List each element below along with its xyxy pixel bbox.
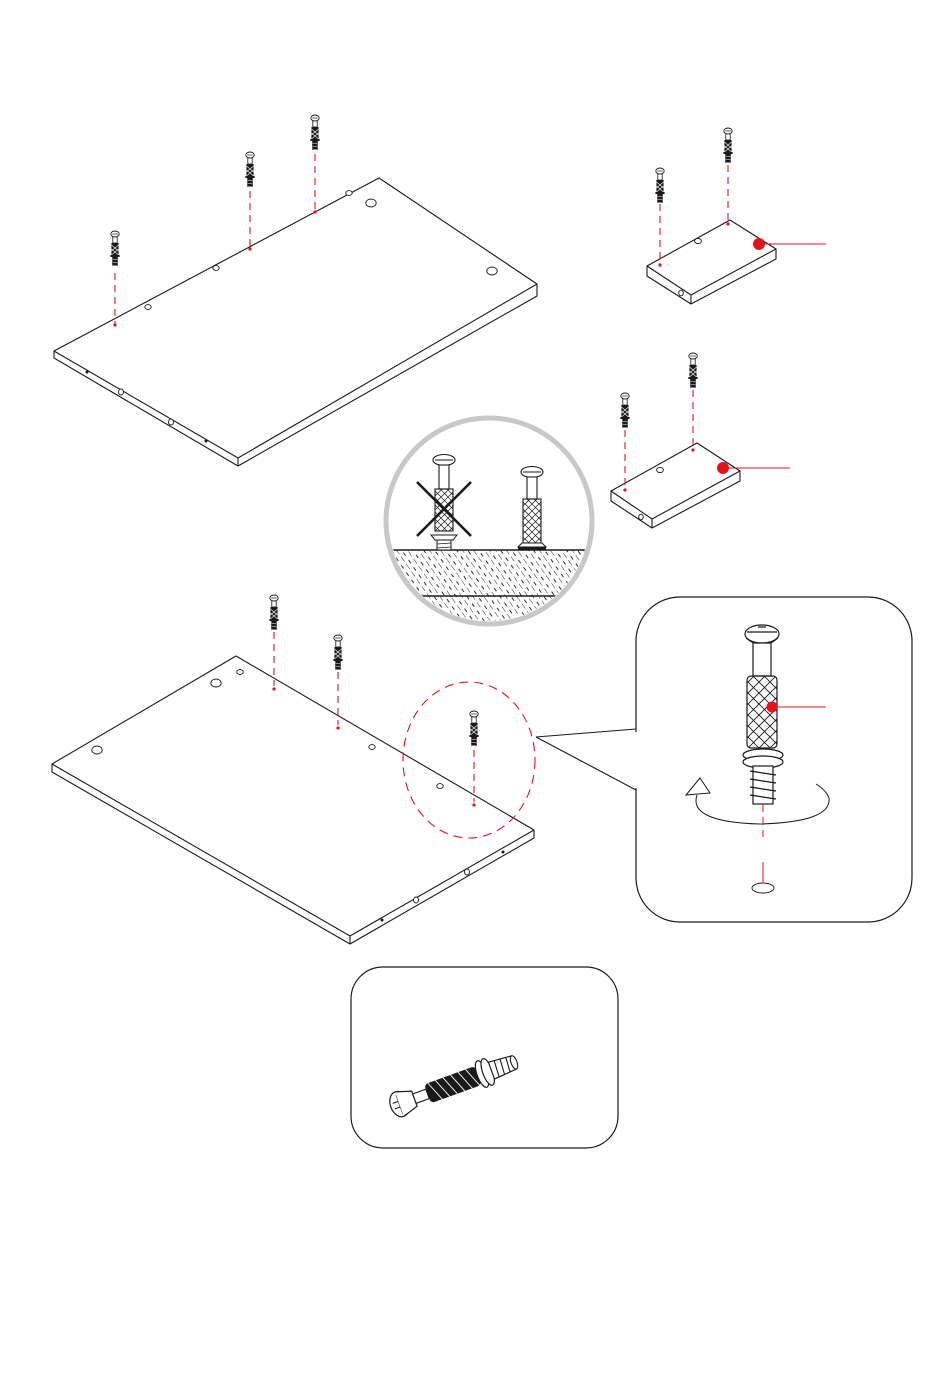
callout-correct-vs-wrong-depth bbox=[385, 418, 595, 625]
cam-bolt-icon bbox=[310, 115, 319, 150]
cam-bolt-icon bbox=[269, 595, 278, 630]
callout-screw-in-detail bbox=[536, 597, 912, 922]
panel-top-large bbox=[54, 115, 537, 466]
callout-hardware-part bbox=[351, 967, 618, 1148]
cam-bolt-icon bbox=[723, 128, 732, 163]
cam-bolt-icon bbox=[469, 711, 478, 746]
cam-bolt-icon bbox=[245, 152, 254, 187]
cam-bolt-icon bbox=[110, 231, 119, 266]
panel-bottom-large bbox=[52, 595, 535, 944]
cam-bolt-icon bbox=[688, 353, 697, 388]
panel-small-a bbox=[647, 128, 826, 304]
cam-bolt-icon bbox=[333, 635, 342, 670]
cam-bolt-icon bbox=[620, 393, 629, 428]
panel-small-b bbox=[611, 353, 790, 528]
cam-bolt-icon bbox=[655, 168, 664, 203]
